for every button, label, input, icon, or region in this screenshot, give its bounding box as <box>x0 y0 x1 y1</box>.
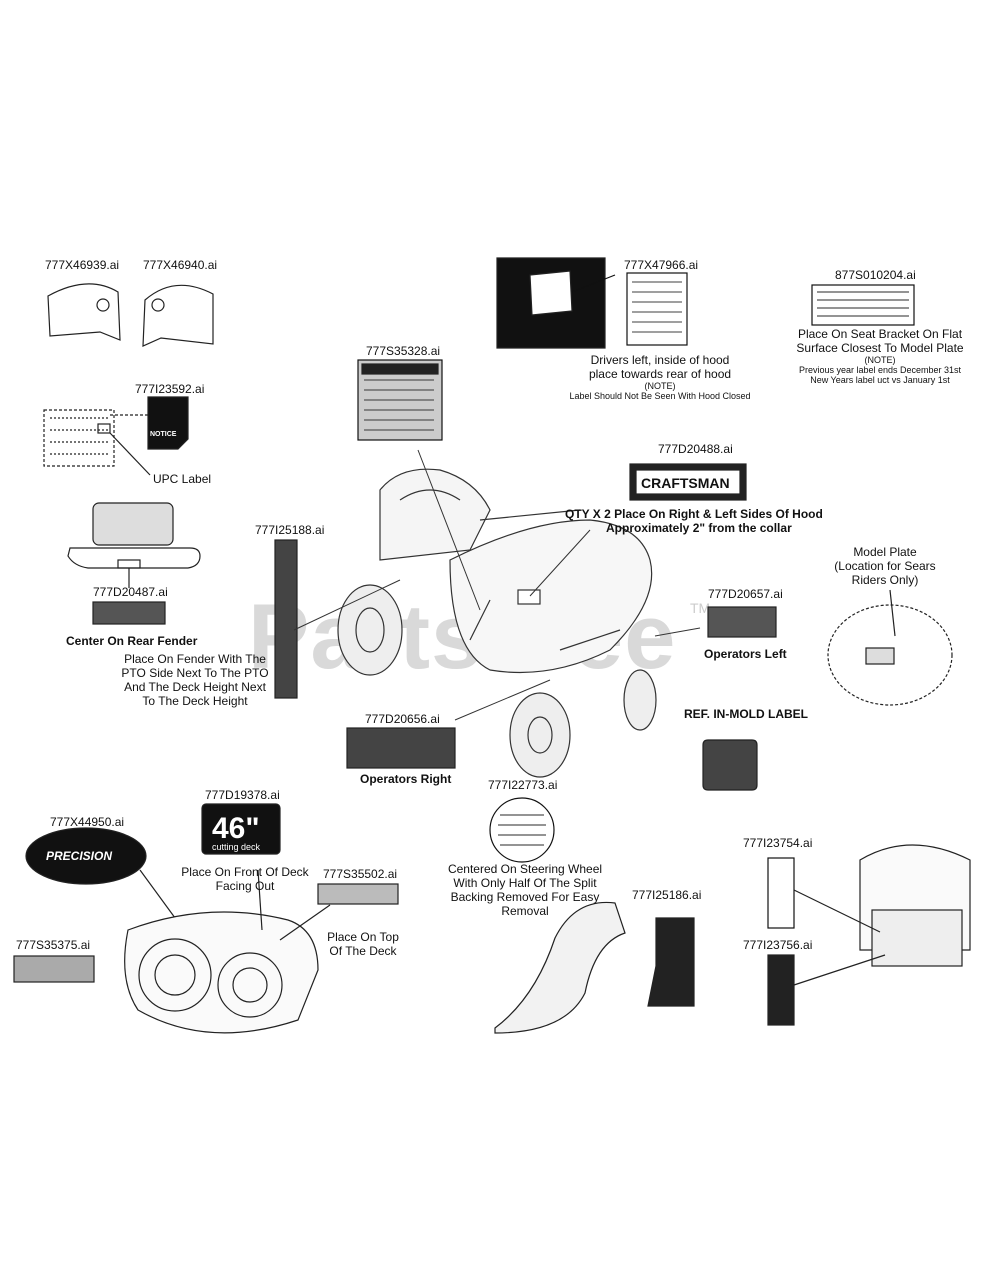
cutting-deck-text: cutting deck <box>212 842 261 852</box>
deck-top-note-line: Of The Deck <box>329 944 397 958</box>
part-i23592: 777I23592.ai <box>135 382 205 396</box>
steering-note-line: Removal <box>501 904 549 918</box>
steering-note-line: With Only Half Of The Split <box>453 876 597 890</box>
craftsman-text: CRAFTSMAN <box>641 475 730 491</box>
operators-left: Operators Left <box>704 647 787 661</box>
steering-note: Centered On Steering Wheel With Only Hal… <box>440 862 610 918</box>
notice-label <box>147 396 189 450</box>
part-s35375: 777S35375.ai <box>16 938 91 952</box>
d20656-label <box>346 727 456 769</box>
model-plate-line: Riders Only) <box>851 573 919 587</box>
tractor-illustration <box>293 449 701 778</box>
model-plate-inset <box>827 589 953 706</box>
part-x46939: 777X46939.ai <box>45 258 120 272</box>
d20487-label <box>92 601 166 625</box>
tractor-rear-illustration <box>793 844 971 986</box>
deck-size-label <box>201 803 281 855</box>
qty-note: QTY X 2 Place On Right & Left Sides Of H… <box>565 507 823 521</box>
part-d20656: 777D20656.ai <box>365 712 440 726</box>
in-mold-note: REF. IN-MOLD LABEL <box>684 707 808 721</box>
part-d20657: 777D20657.ai <box>708 587 783 601</box>
part-i25188: 777I25188.ai <box>255 523 325 537</box>
s35502-label <box>317 883 399 905</box>
s010204-label <box>811 284 915 326</box>
part-x46940: 777X46940.ai <box>143 258 218 272</box>
model-plate-line: Model Plate <box>853 545 917 559</box>
part-i23756: 777I23756.ai <box>743 938 813 952</box>
s35375-label <box>13 955 95 983</box>
model-plate-note: Model Plate (Location for Sears Riders O… <box>820 545 950 587</box>
seat-note-small: Previous year label ends December 31st <box>798 365 962 375</box>
d20657-label <box>707 606 777 638</box>
hood-note: Drivers left, inside of hood place towar… <box>555 353 765 401</box>
seat-note-small: (NOTE) <box>864 355 896 365</box>
i23756-label <box>767 954 795 1026</box>
hood-note-line: place towards rear of hood <box>588 367 732 381</box>
in-mold-label <box>702 739 758 791</box>
steering-label <box>489 797 555 863</box>
hood-note-small: (NOTE) <box>644 381 676 391</box>
part-s35328: 777S35328.ai <box>366 344 441 358</box>
steering-note-line: Backing Removed For Easy <box>450 890 600 904</box>
fender-note-line: And The Deck Height Next <box>124 680 266 694</box>
seat-note-small: New Years label uct vs January 1st <box>810 375 950 385</box>
part-x47966: 777X47966.ai <box>624 258 699 272</box>
part-x44950: 777X44950.ai <box>50 815 125 829</box>
part-d19378: 777D19378.ai <box>205 788 280 802</box>
part-d20487: 777D20487.ai <box>93 585 168 599</box>
i23754-label <box>767 857 795 929</box>
part-i23754: 777I23754.ai <box>743 836 813 850</box>
hood-note-line: Drivers left, inside of hood <box>590 353 730 367</box>
decal-x46940-shape <box>142 284 214 347</box>
fender-note: Place On Fender With The PTO Side Next T… <box>110 652 280 708</box>
model-plate-line: (Location for Sears <box>834 559 936 573</box>
pedal-illustration <box>494 901 626 1034</box>
hood-inside-art <box>496 257 616 349</box>
fender-note-line: PTO Side Next To The PTO <box>121 666 269 680</box>
mower-deck-illustration <box>124 869 331 1034</box>
approx-note: Approximately 2" from the collar <box>606 521 792 535</box>
seat-note: Place On Seat Bracket On Flat Surface Cl… <box>780 327 980 385</box>
decal-x46939-shape <box>47 283 121 341</box>
rear-fender-note: Center On Rear Fender <box>66 634 198 648</box>
fender-note-line: To The Deck Height <box>142 694 248 708</box>
deck-top-note-line: Place On Top <box>327 930 399 944</box>
fender-note-line: Place On Fender With The <box>124 652 266 666</box>
rear-fender-part <box>67 502 201 588</box>
part-s35502: 777S35502.ai <box>323 867 398 881</box>
part-i22773: 777I22773.ai <box>488 778 558 792</box>
watermark-tm: TM <box>690 600 711 616</box>
operators-right: Operators Right <box>360 772 452 786</box>
notice-text: NOTICE <box>150 431 177 438</box>
deck-front-note: Place On Front Of Deck Facing Out <box>170 865 320 893</box>
hood-note-small: Label Should Not Be Seen With Hood Close… <box>569 391 751 401</box>
deck-size-text: 46" <box>212 812 260 845</box>
fender-upc-part <box>43 409 151 476</box>
precision-label <box>25 827 147 885</box>
deck-top-note: Place On Top Of The Deck <box>318 930 408 958</box>
part-d20488: 777D20488.ai <box>658 442 733 456</box>
upc-label: UPC Label <box>153 472 212 486</box>
i25186-label <box>647 917 695 1007</box>
seat-note-line: Place On Seat Bracket On Flat <box>797 327 963 341</box>
precision-text: PRECISION <box>46 849 112 863</box>
seat-note-line: Surface Closest To Model Plate <box>796 341 964 355</box>
part-s010204: 877S010204.ai <box>835 268 916 282</box>
part-i25186: 777I25186.ai <box>632 888 702 902</box>
deck-front-note-line: Facing Out <box>215 879 275 893</box>
steering-note-line: Centered On Steering Wheel <box>447 862 603 876</box>
deck-front-note-line: Place On Front Of Deck <box>181 865 309 879</box>
x47966-label <box>626 272 688 346</box>
i25188-strip <box>274 539 298 699</box>
